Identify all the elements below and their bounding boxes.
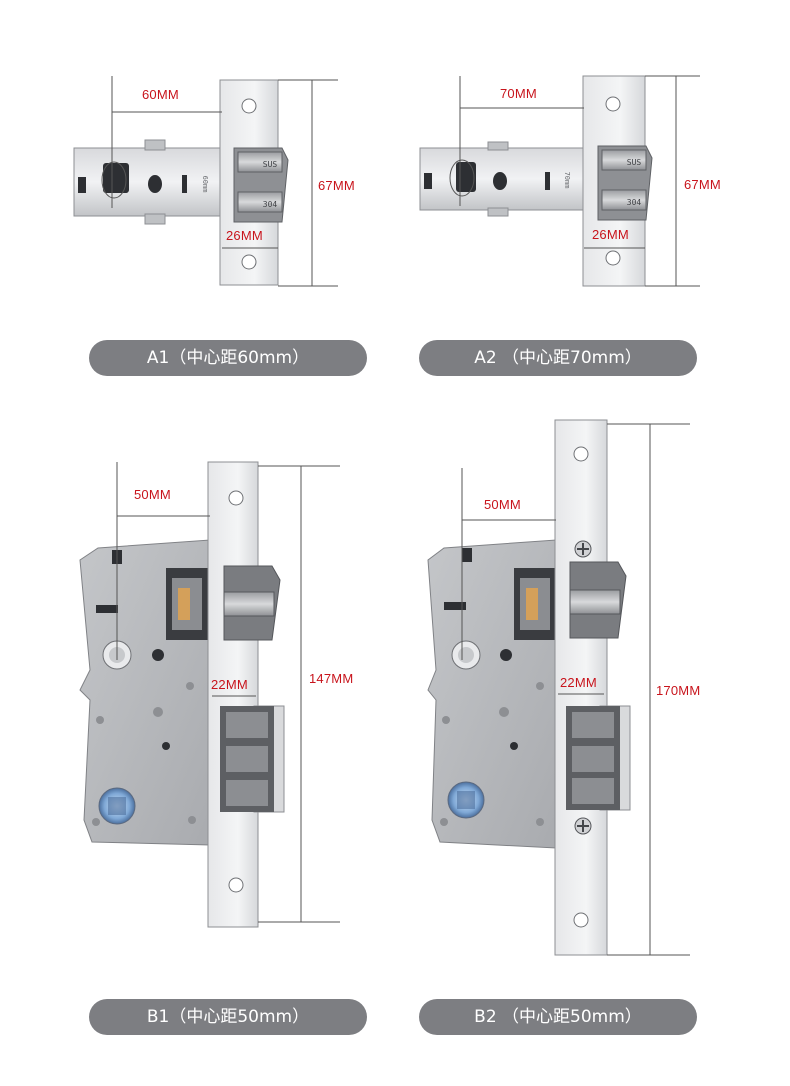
- b1-backset-label: 50MM: [134, 487, 171, 502]
- caption-a2: A2 （中心距70mm）: [419, 340, 697, 376]
- b1-deadbolt-label: 22MM: [211, 677, 248, 692]
- stamp-grade-a1: 304: [263, 200, 278, 209]
- a1-backset-label: 60MM: [142, 87, 179, 102]
- stamp-size-a1: 60mm: [201, 176, 209, 193]
- lock-b1: [79, 461, 340, 928]
- caption-a1: A1（中心距60mm）: [89, 340, 367, 376]
- a2-backset-label: 70MM: [500, 86, 537, 101]
- lock-a2: SUS 304 70mm: [419, 75, 700, 287]
- caption-b2: B2 （中心距50mm）: [419, 999, 697, 1035]
- caption-b1: B1（中心距50mm）: [89, 999, 367, 1035]
- lock-a1: SUS 304 60mm: [73, 76, 338, 287]
- stamp-sus-a1: SUS: [263, 160, 278, 169]
- a1-height-label: 67MM: [318, 178, 355, 193]
- b2-height-label: 170MM: [656, 683, 701, 698]
- b1-height-label: 147MM: [309, 671, 354, 686]
- a2-width-label: 26MM: [592, 227, 629, 242]
- b2-backset-label: 50MM: [484, 497, 521, 512]
- b2-deadbolt-label: 22MM: [560, 675, 597, 690]
- stamp-sus-a2: SUS: [627, 158, 642, 167]
- a1-width-label: 26MM: [226, 228, 263, 243]
- stamp-size-a2: 70mm: [563, 172, 571, 189]
- stamp-grade-a2: 304: [627, 198, 642, 207]
- a2-height-label: 67MM: [684, 177, 721, 192]
- lock-b2: [427, 419, 690, 956]
